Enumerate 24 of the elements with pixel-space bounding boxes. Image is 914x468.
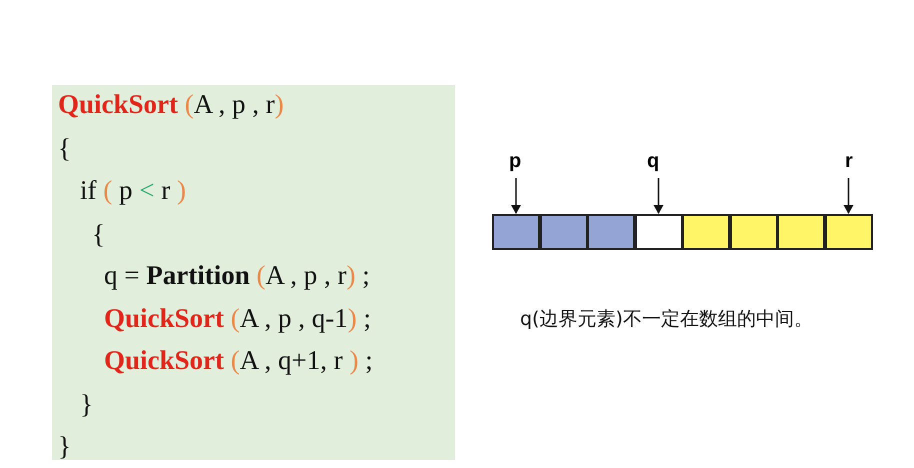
- array-cell: [824, 214, 872, 250]
- array-cell: [587, 214, 635, 250]
- arrow: [654, 178, 664, 214]
- arrow: [511, 178, 521, 214]
- pointer-label: q: [647, 150, 660, 172]
- pointer-label: r: [845, 150, 853, 172]
- code-line: if ( p < r ): [80, 174, 186, 206]
- array-cell: [777, 214, 825, 250]
- code-line: {: [92, 218, 105, 250]
- arrow: [844, 178, 854, 214]
- code-line: }: [58, 430, 71, 462]
- array-cell: [634, 214, 682, 250]
- code-line: }: [80, 388, 93, 420]
- pointer-label: p: [509, 150, 522, 172]
- code-line: QuickSort (A , q+1, r ) ;: [104, 344, 373, 376]
- code-line: {: [58, 132, 71, 164]
- array-cell: [540, 214, 588, 250]
- code-line: QuickSort (A , p , r): [58, 88, 284, 120]
- array-cell: [492, 214, 540, 250]
- array-cell: [682, 214, 730, 250]
- note-text: q(边界元素)不一定在数组的中间。: [520, 307, 814, 332]
- code-line: q = Partition (A , p , r) ;: [104, 259, 370, 291]
- array-cell: [730, 214, 778, 250]
- code-line: QuickSort (A , p , q-1) ;: [104, 302, 372, 334]
